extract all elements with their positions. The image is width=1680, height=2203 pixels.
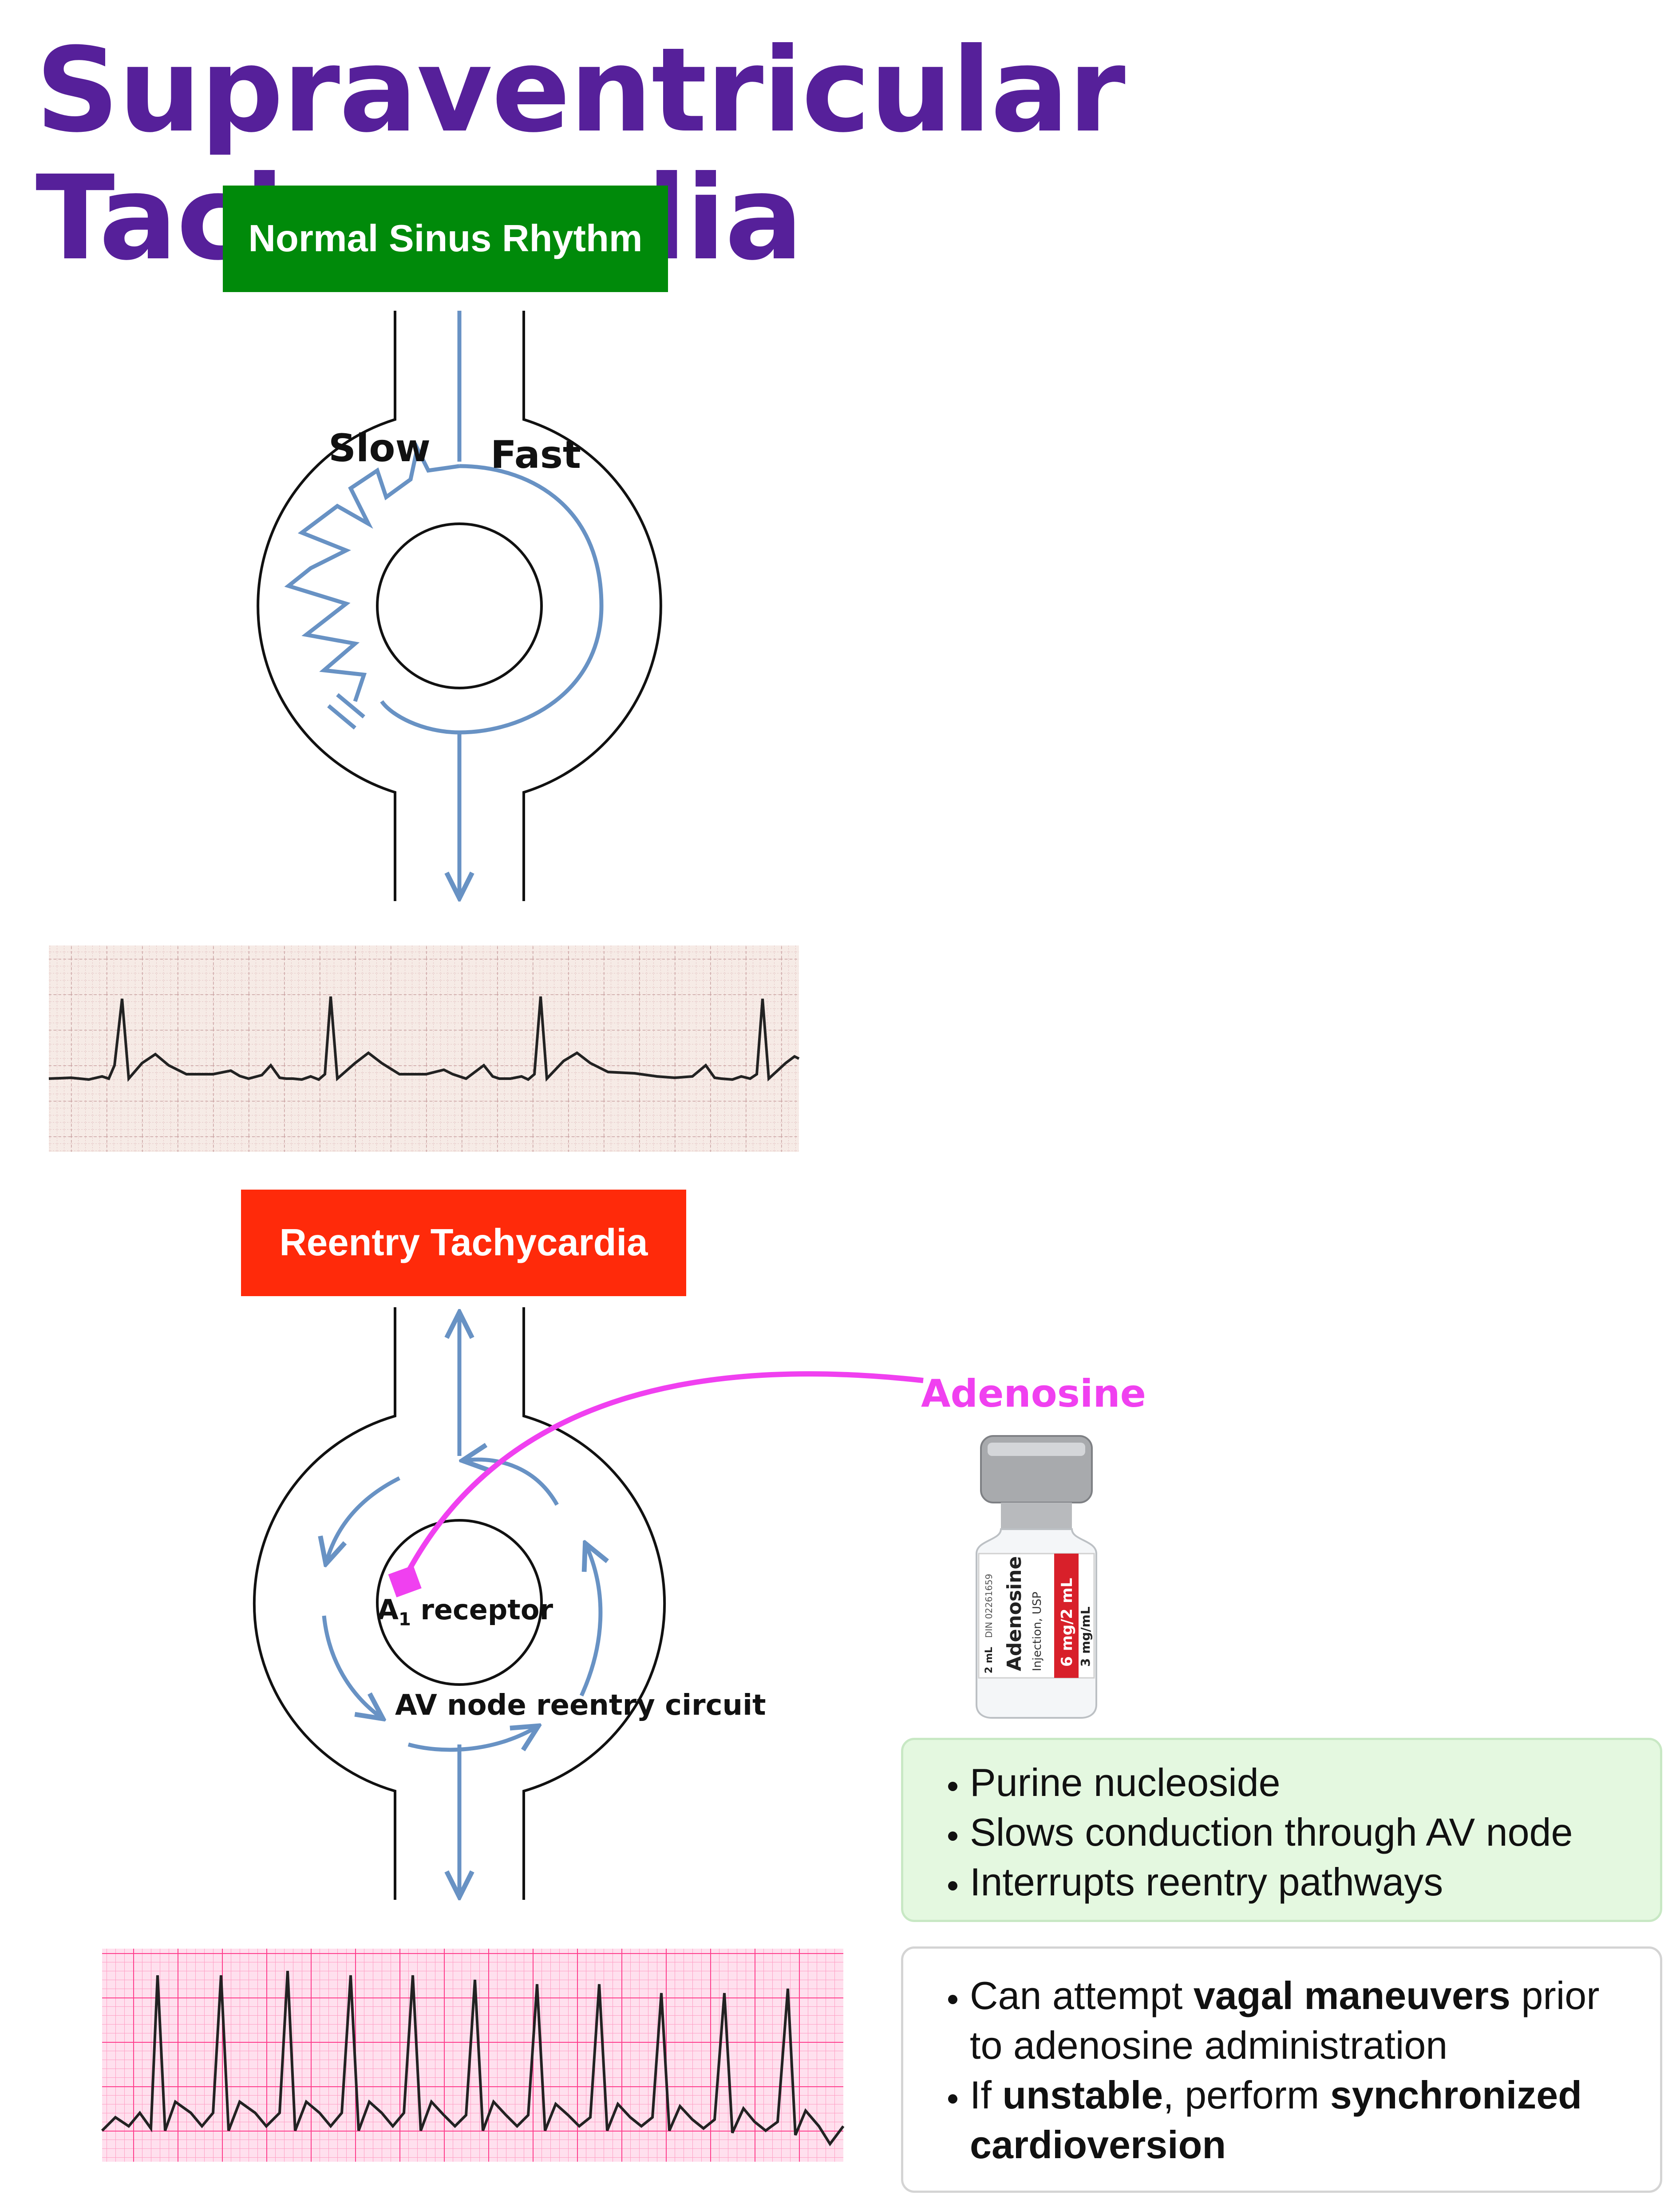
- fast-pathway: [380, 464, 604, 735]
- normal-av-node-inner-circle: [376, 522, 543, 689]
- normal-av-node-outline: [257, 311, 396, 901]
- list-item: Interrupts reentry pathways: [970, 1857, 1642, 1907]
- vial-brand: Adenosine: [1003, 1556, 1026, 1671]
- reentry-tachycardia-label: Reentry Tachycardia: [241, 1190, 686, 1296]
- normal-av-node-outline-right: [522, 311, 662, 901]
- normal-sinus-rhythm-label: Normal Sinus Rhythm: [223, 186, 668, 292]
- mgmt-text: , perform: [1163, 2073, 1330, 2117]
- reentry-tachycardia-text: Reentry Tachycardia: [279, 1222, 648, 1264]
- normal-sinus-rhythm-text: Normal Sinus Rhythm: [248, 218, 643, 260]
- a1-receptor-text: receptor: [420, 1594, 553, 1626]
- reentry-av-node-outline-right: [522, 1307, 666, 1900]
- vial-dose: 6 mg/2 mL: [1058, 1578, 1076, 1667]
- vial-label-red-band: [1054, 1554, 1079, 1678]
- slow-pathway-label: Slow: [328, 426, 431, 471]
- vial-injection: Injection, USP: [1031, 1592, 1044, 1671]
- list-item: If unstable, perform synchronized cardio…: [970, 2070, 1642, 2170]
- management-panel: Can attempt vagal maneuvers prior to ade…: [901, 1946, 1662, 2193]
- vial-concentration: 3 mg/mL: [1078, 1606, 1093, 1667]
- normal-av-node-diagram: [257, 311, 662, 901]
- normal-ecg-trace: [48, 996, 800, 1082]
- adenosine-label: Adenosine: [921, 1372, 1146, 1416]
- adenosine-arrow-tip: [388, 1565, 422, 1598]
- adenosine-facts-list: Purine nucleoside Slows conduction throu…: [921, 1758, 1642, 1907]
- tachycardia-ecg-strip: [101, 1949, 845, 2162]
- reentry-av-node-diagram: [253, 1307, 666, 1900]
- reentry-arc-top-right: [464, 1459, 559, 1506]
- reentry-arc-bottom: [407, 1727, 537, 1752]
- slow-pathway: [284, 442, 460, 702]
- list-item: Purine nucleoside: [970, 1758, 1642, 1807]
- a1-prefix: A: [377, 1594, 399, 1626]
- vial-ndc: DIN 02261659: [984, 1574, 994, 1638]
- av-node-reentry-circuit-label: AV node reentry circuit: [395, 1689, 766, 1722]
- list-item: Slows conduction through AV node: [970, 1807, 1642, 1857]
- management-list: Can attempt vagal maneuvers prior to ade…: [921, 1971, 1642, 2170]
- mgmt-text: If: [970, 2073, 1003, 2117]
- fast-pathway-label: Fast: [490, 433, 581, 477]
- reentry-arc-right: [579, 1545, 601, 1697]
- slow-pathway-block: [327, 693, 365, 730]
- normal-ecg-strip: [48, 945, 800, 1152]
- reentry-arc-top-left: [326, 1476, 401, 1562]
- reentry-av-node-inner-circle: [376, 1519, 543, 1686]
- reentry-av-node-outline: [253, 1307, 396, 1900]
- mgmt-text: Can attempt: [970, 1974, 1194, 2017]
- a1-subscript: 1: [398, 1609, 411, 1630]
- reentry-arc-left: [322, 1615, 382, 1718]
- adenosine-facts-panel: Purine nucleoside Slows conduction throu…: [901, 1738, 1662, 1922]
- mgmt-bold: synchronized cardioversion: [970, 2073, 1582, 2167]
- vial-volume: 2 mL: [984, 1647, 995, 1673]
- mgmt-bold: unstable: [1002, 2073, 1163, 2117]
- mgmt-bold: vagal maneuvers: [1193, 1974, 1510, 2017]
- adenosine-vial-image: 2 mL DIN 02261659 Adenosine Injection, U…: [976, 1435, 1097, 1719]
- adenosine-arrow: [388, 1371, 924, 1598]
- a1-receptor-label: A1 receptor: [377, 1594, 553, 1630]
- mgmt-text: prior to adenosine administration: [970, 1974, 1600, 2067]
- tachycardia-ecg-trace: [101, 1970, 845, 2147]
- list-item: Can attempt vagal maneuvers prior to ade…: [970, 1971, 1642, 2070]
